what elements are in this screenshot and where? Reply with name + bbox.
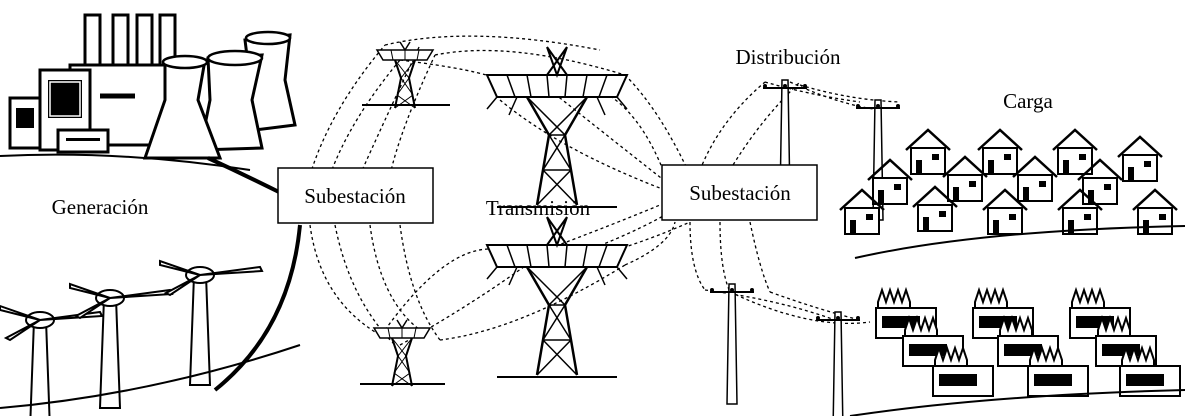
substation-left-label: Subestación (304, 184, 406, 208)
substation-left-box (277, 167, 434, 224)
feeder-line-plant (207, 156, 286, 197)
tower-top-large (485, 45, 629, 209)
wind-turbines-icon (0, 260, 301, 416)
tower-top-small (362, 41, 450, 109)
dotted-network (309, 35, 901, 346)
transmission-label: Transmisión (486, 196, 591, 220)
distribution-label: Distribución (736, 45, 841, 69)
distribution-poles (709, 79, 901, 416)
power-plant-icon (0, 13, 297, 171)
generation-label: Generación (52, 195, 149, 219)
tower-bottom-large (485, 215, 629, 379)
houses-icon (838, 128, 1185, 259)
factories-icon (849, 289, 1185, 416)
substation-right-label: Subestación (689, 181, 791, 205)
feeder-line-wind (213, 224, 302, 392)
substation-right-box (661, 164, 818, 221)
load-label: Carga (1003, 89, 1053, 113)
tower-bottom-small (360, 319, 445, 387)
